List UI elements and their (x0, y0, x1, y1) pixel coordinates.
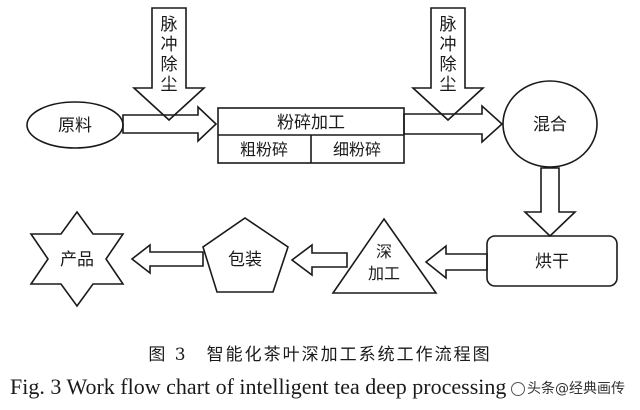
raw-material-label: 原料 (58, 116, 92, 136)
pulse-dust-left-label-4: 尘 (161, 75, 178, 95)
product-node (29, 210, 125, 308)
mixing-node (502, 80, 598, 168)
arrow-deep-to-packaging (290, 243, 348, 277)
fine-crushing-label: 细粉碎 (333, 140, 381, 159)
pulse-dust-left-label-1: 脉 (161, 15, 178, 35)
pulse-dust-right-label-3: 除 (440, 55, 457, 75)
arrow-drying-to-deep (424, 244, 488, 280)
pulse-dust-right-arrow (410, 7, 486, 122)
pulse-dust-right-label-4: 尘 (440, 75, 457, 95)
pulse-dust-right-label-2: 冲 (440, 35, 457, 55)
arrow-packaging-to-product (130, 243, 204, 275)
caption-chinese: 图 3 智能化茶叶深加工系统工作流程图 (148, 345, 492, 365)
pulse-dust-left-label-2: 冲 (161, 35, 178, 55)
drying-label: 烘干 (535, 252, 569, 272)
deep-processing-label-2: 加工 (368, 264, 400, 283)
watermark-logo-icon (511, 382, 525, 396)
watermark-prefix: 头条 (527, 381, 555, 397)
pulse-dust-left-arrow (131, 7, 207, 122)
arrow-raw-to-crushing (122, 105, 218, 143)
flow-diagram: 脉 冲 除 尘 脉 冲 除 尘 原料 粉碎加工 粗粉碎 细粉碎 混合 烘干 深 … (26, 7, 618, 308)
arrow-crushing-to-mixing (403, 104, 504, 144)
coarse-crushing-label: 粗粉碎 (240, 140, 288, 159)
pulse-dust-left-label-3: 除 (161, 55, 178, 75)
deep-processing-node (331, 217, 438, 294)
packaging-node (202, 217, 289, 293)
mixing-label: 混合 (533, 115, 567, 135)
watermark: 头条@经典画传 (508, 378, 628, 398)
caption-english: Fig. 3 Work flow chart of intelligent te… (10, 374, 507, 399)
arrow-mixing-to-drying (523, 167, 577, 238)
crushing-label: 粉碎加工 (277, 113, 345, 133)
deep-processing-label-1: 深 (376, 242, 392, 261)
packaging-label: 包装 (228, 250, 262, 270)
pulse-dust-right-label-1: 脉 (440, 15, 457, 35)
product-label: 产品 (60, 250, 94, 270)
watermark-text: @经典画传 (555, 381, 625, 397)
